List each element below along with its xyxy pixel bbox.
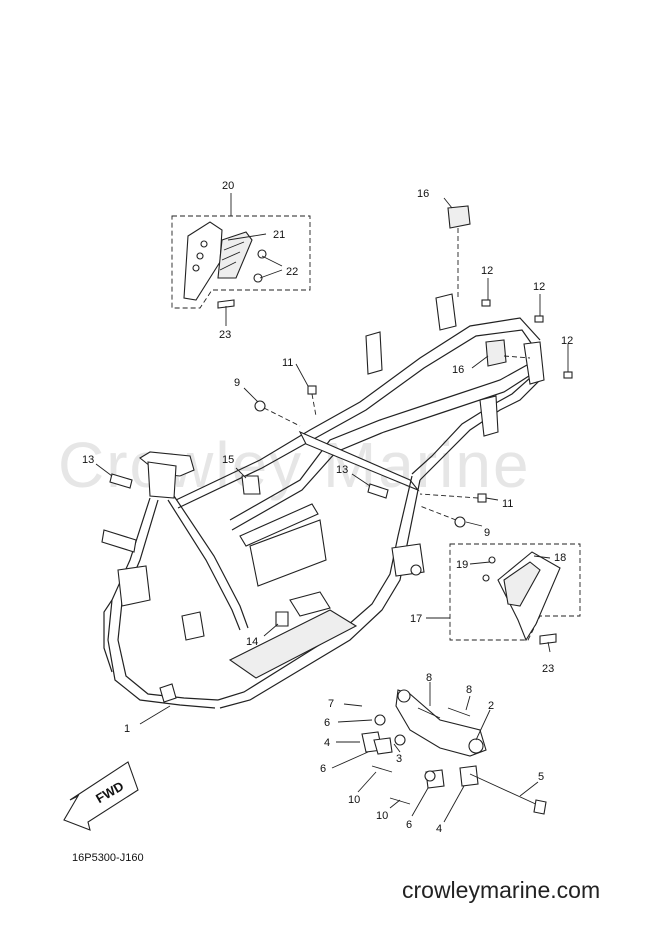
callout-18: 18 bbox=[554, 552, 566, 564]
leader-lines bbox=[95, 193, 569, 823]
callout-13-b: 13 bbox=[336, 464, 348, 476]
part-16-block-b bbox=[485, 339, 507, 367]
callout-9-a: 9 bbox=[234, 377, 240, 389]
callout-5: 5 bbox=[538, 771, 544, 783]
callout-13-a: 13 bbox=[82, 454, 94, 466]
callout-9-b: 9 bbox=[484, 527, 490, 539]
callout-12-b: 12 bbox=[533, 281, 545, 293]
part-12-clip-c bbox=[563, 371, 573, 379]
callout-8-a: 8 bbox=[426, 672, 432, 684]
callout-15: 15 bbox=[222, 454, 234, 466]
callout-14: 14 bbox=[246, 636, 258, 648]
callout-12-a: 12 bbox=[481, 265, 493, 277]
callout-11-b: 11 bbox=[502, 498, 513, 510]
callouts: 20 21 22 23 16 12 12 12 16 11 9 13 15 13… bbox=[82, 180, 573, 835]
callout-1: 1 bbox=[124, 723, 130, 735]
part-12-clip-b bbox=[534, 315, 544, 323]
callout-4-b: 4 bbox=[436, 823, 442, 835]
callout-22: 22 bbox=[286, 266, 298, 278]
part-11-clip-b bbox=[477, 493, 487, 503]
callout-6-c: 6 bbox=[406, 819, 412, 831]
callout-21: 21 bbox=[273, 229, 285, 241]
callout-12-c: 12 bbox=[561, 335, 573, 347]
callout-17: 17 bbox=[410, 613, 422, 625]
part-12-clip-a bbox=[481, 299, 491, 307]
callout-11-a: 11 bbox=[282, 357, 293, 369]
callout-7: 7 bbox=[328, 698, 334, 710]
callout-20: 20 bbox=[222, 180, 234, 192]
part-9-washer-a bbox=[254, 400, 266, 412]
footrest-right-group bbox=[449, 543, 581, 645]
part-13-plug-a bbox=[109, 473, 133, 489]
part-15-clamp bbox=[241, 475, 261, 495]
engine-mount-link bbox=[361, 689, 547, 815]
callout-3: 3 bbox=[396, 753, 402, 765]
callout-4-a: 4 bbox=[324, 737, 330, 749]
website-credit: crowleymarine.com bbox=[402, 877, 600, 903]
diagram-code: 16P5300-J160 bbox=[72, 852, 144, 864]
frame-assembly bbox=[101, 293, 545, 709]
part-13-plug-b bbox=[367, 483, 389, 499]
part-14-nut bbox=[275, 611, 289, 627]
callout-2: 2 bbox=[488, 700, 494, 712]
callout-16-mid: 16 bbox=[452, 364, 464, 376]
callout-6-b: 6 bbox=[320, 763, 326, 775]
part-16-block bbox=[447, 205, 471, 229]
callout-10-a: 10 bbox=[348, 794, 360, 806]
footrest-left-group bbox=[171, 215, 311, 318]
fwd-arrow: FWD bbox=[63, 761, 139, 831]
part-11-clip-a bbox=[307, 385, 317, 395]
callout-19: 19 bbox=[456, 559, 468, 571]
callout-8-b: 8 bbox=[466, 684, 472, 696]
part-9-washer-b bbox=[454, 516, 466, 528]
callout-6-a: 6 bbox=[324, 717, 330, 729]
watermark-text: Crowley Marine bbox=[58, 429, 531, 501]
callout-23-right: 23 bbox=[542, 663, 554, 675]
callout-16-top: 16 bbox=[417, 188, 429, 200]
callout-10-b: 10 bbox=[376, 810, 388, 822]
callout-23-left: 23 bbox=[219, 329, 231, 341]
